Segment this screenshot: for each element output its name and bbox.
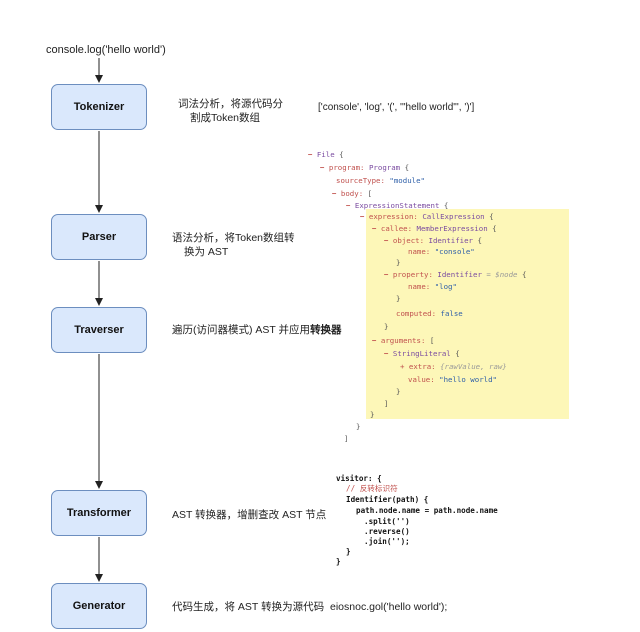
ast-line-string-literal: − StringLiteral { — [384, 349, 460, 358]
ast-tree: − File { − program: Program { sourceType… — [306, 146, 570, 443]
tokenizer-description-line2: 割成Token数组 — [190, 112, 261, 124]
ast-line-arguments-close: ] — [384, 399, 389, 408]
ast-line-expression-close: } — [370, 410, 375, 419]
ast-line-arguments: − arguments: [ — [372, 336, 435, 345]
stage-parser: Parser — [51, 214, 147, 260]
ast-line-extra: + extra: {rawValue, raw} — [400, 362, 507, 371]
stage-traverser: Traverser — [51, 307, 147, 353]
input-source: console.log('hello world') — [46, 44, 166, 56]
traverser-description: 遍历(访问器模式) AST 并应用转换器 — [172, 323, 342, 337]
visitor-line-8: } — [346, 547, 351, 556]
ast-line-property-close: } — [396, 294, 401, 303]
ast-line-string-literal-close: } — [396, 387, 401, 396]
parser-description-line1: 语法分析，将Token数组转 — [172, 232, 295, 244]
ast-line-callee: − callee: MemberExpression { — [372, 224, 497, 233]
ast-line-property: − property: Identifier = $node { — [384, 270, 527, 279]
ast-line-callee-close: } — [384, 322, 389, 331]
ast-line-expression: − expression: CallExpression { — [360, 212, 494, 221]
traverser-description-text: 遍历(访问器模式) AST 并应用 — [172, 324, 311, 336]
ast-line-object-close: } — [396, 258, 401, 267]
ast-line-body-close: ] — [344, 434, 349, 443]
ast-line-object: − object: Identifier { — [384, 236, 482, 245]
visitor-comment: // 反转标识符 — [346, 484, 398, 493]
traverser-description-bold: 转换器 — [310, 324, 342, 336]
ast-line-expression-statement: − ExpressionStatement { — [346, 201, 449, 210]
ast-line-body: − body: [ — [332, 189, 373, 198]
visitor-line-9: } — [336, 557, 341, 566]
ast-line-computed: computed: false — [396, 309, 463, 318]
stage-transformer: Transformer — [51, 490, 147, 536]
ast-line-name-log: name: "log" — [408, 282, 457, 291]
ast-line-statement-close: } — [356, 422, 361, 431]
tokenizer-description: 词法分析，将源代码分 割成Token数组 — [178, 97, 283, 125]
parser-description-line2: 换为 AST — [184, 246, 229, 258]
tokenizer-description-line1: 词法分析，将源代码分 — [178, 98, 283, 110]
visitor-line-6: .reverse() — [364, 527, 410, 536]
generated-output: eiosnoc.gol('hello world'); — [330, 601, 448, 613]
ast-line-program: − program: Program { — [320, 163, 410, 172]
visitor-line-1: visitor: { — [336, 474, 382, 483]
ast-line-name-console: name: "console" — [408, 247, 475, 256]
ast-line-file: − File { — [308, 150, 344, 159]
token-array: ['console', 'log', '(', '"hello world"',… — [318, 102, 475, 113]
parser-description: 语法分析，将Token数组转 换为 AST — [172, 231, 295, 259]
stage-tokenizer: Tokenizer — [51, 84, 147, 130]
visitor-code: visitor: { // 反转标识符 Identifier(path) { p… — [334, 470, 504, 566]
visitor-line-4: path.node.name = path.node.name — [356, 506, 498, 515]
ast-highlight — [366, 209, 569, 419]
visitor-line-7: .join(''); — [364, 537, 410, 546]
visitor-line-5: .split('') — [364, 517, 410, 526]
transformer-description: AST 转换器，增删查改 AST 节点 — [172, 509, 327, 521]
ast-line-value: value: "hello world" — [408, 375, 498, 384]
ast-line-sourcetype: sourceType: "module" — [336, 176, 426, 185]
generator-description: 代码生成，将 AST 转换为源代码 — [172, 601, 325, 613]
stage-generator: Generator — [51, 583, 147, 629]
visitor-line-3: Identifier(path) { — [346, 495, 429, 504]
